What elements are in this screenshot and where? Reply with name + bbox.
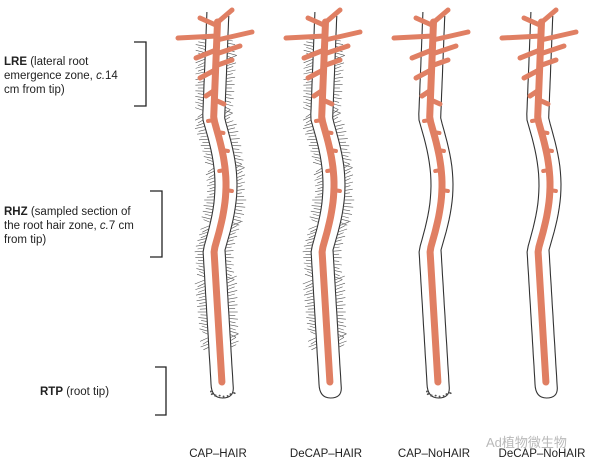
lateral-roots xyxy=(499,7,579,107)
rtp-desc: (root tip) xyxy=(66,386,110,398)
root-label-cap-hair: CAP–HAIR xyxy=(189,448,247,460)
lre-dist: 14 cm from tip) xyxy=(4,70,118,96)
lateral-primordia xyxy=(314,118,342,193)
root-1 xyxy=(175,7,255,399)
stele xyxy=(210,18,230,386)
root-hairs xyxy=(194,38,247,351)
rtp-abbr: RTP xyxy=(40,386,63,398)
rhz-desc: (sampled section of the root hair zone, xyxy=(4,206,131,232)
lre-abbr: LRE xyxy=(4,56,27,68)
lateral-roots xyxy=(175,7,255,107)
stele xyxy=(426,18,446,386)
stele xyxy=(534,18,554,386)
lateral-roots xyxy=(391,7,471,107)
rhz-dist: 7 cm from tip) xyxy=(4,220,134,246)
rtp-bracket xyxy=(155,366,167,416)
root-cap-cells xyxy=(426,390,452,398)
lateral-primordia xyxy=(530,118,558,193)
lateral-roots xyxy=(283,7,363,107)
lre-dist-prefix: c. xyxy=(96,70,106,82)
root-hairs xyxy=(302,38,355,351)
lateral-primordia xyxy=(206,118,234,193)
root-2 xyxy=(283,7,363,399)
watermark: Ad植物微生物 xyxy=(486,435,567,450)
root-label-decap-hair: DeCAP–HAIR xyxy=(289,448,363,460)
lre-label: LRE (lateral root emergence zone, c.14 c… xyxy=(4,55,132,97)
rhz-abbr: RHZ xyxy=(4,206,28,218)
rhz-dist-prefix: c. xyxy=(99,220,109,232)
root-label-cap-nohair: CAP–NoHAIR xyxy=(397,448,471,460)
lre-desc: (lateral root emergence zone, xyxy=(4,56,93,82)
stele xyxy=(318,18,338,386)
root-label-decap-nohair: DeCAP–NoHAIR xyxy=(498,448,586,460)
rhz-bracket xyxy=(150,190,163,258)
lateral-primordia xyxy=(422,118,450,193)
lre-bracket xyxy=(134,41,147,107)
root-4 xyxy=(499,7,579,399)
rtp-label: RTP (root tip) xyxy=(40,385,150,399)
rhz-label: RHZ (sampled section of the root hair zo… xyxy=(4,205,149,247)
root-cap-cells xyxy=(210,390,236,398)
root-3 xyxy=(391,7,471,399)
